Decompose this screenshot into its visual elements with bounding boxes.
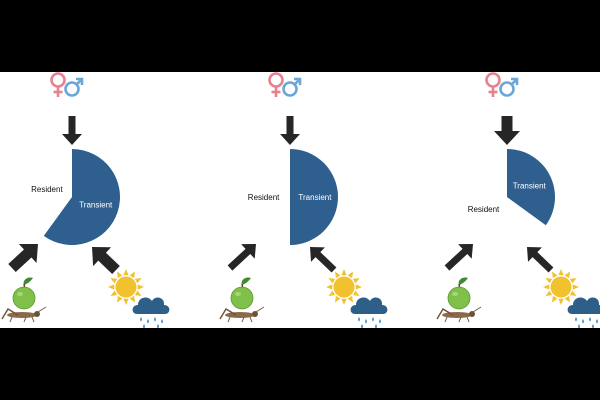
arrow-top bbox=[280, 116, 300, 145]
female-symbol-icon bbox=[268, 72, 284, 88]
resident-label: Resident bbox=[248, 193, 280, 202]
cloud-shape bbox=[132, 297, 170, 314]
male-symbol-icon bbox=[64, 81, 80, 97]
arrow-right bbox=[92, 247, 120, 274]
rain-cloud-icon bbox=[132, 297, 170, 328]
apple-icon bbox=[230, 277, 254, 310]
pie-slice-transient bbox=[290, 149, 338, 245]
grasshopper-icon bbox=[1, 306, 47, 323]
rain-drop bbox=[143, 324, 145, 328]
arrow-right bbox=[310, 247, 337, 273]
rain-drop bbox=[592, 324, 594, 328]
sex-symbols-icon bbox=[50, 72, 84, 97]
rain-drop bbox=[372, 317, 374, 322]
sun-disc bbox=[333, 276, 355, 298]
apple-leaf bbox=[241, 277, 251, 285]
rain-drop bbox=[582, 319, 584, 324]
rain-drop bbox=[361, 324, 363, 328]
rain-drop bbox=[140, 317, 142, 322]
arrow-right bbox=[527, 247, 554, 273]
sex-symbols-icon bbox=[485, 72, 519, 97]
transient-label: Transient bbox=[79, 201, 113, 210]
rain-drop bbox=[578, 324, 580, 328]
male-symbol-icon bbox=[499, 81, 515, 97]
rain-drop bbox=[596, 319, 598, 324]
sun-disc bbox=[550, 276, 572, 298]
apple-leaf bbox=[458, 277, 468, 285]
apple-icon bbox=[12, 277, 36, 310]
transient-label: Transient bbox=[513, 182, 547, 191]
female-symbol-icon bbox=[485, 72, 501, 88]
rain-drop bbox=[365, 319, 367, 324]
pie-slice-transient bbox=[43, 149, 121, 245]
arrow-left bbox=[8, 243, 39, 273]
female-symbol-icon bbox=[50, 72, 66, 88]
rain-drop bbox=[575, 317, 577, 322]
cloud-shape bbox=[350, 297, 388, 314]
apple-icon bbox=[447, 277, 471, 310]
rain-drop bbox=[358, 317, 360, 322]
apple-body bbox=[230, 286, 254, 310]
apple-leaf bbox=[23, 277, 33, 285]
grasshopper-icon bbox=[436, 306, 482, 323]
cloud-shape bbox=[567, 297, 600, 314]
rain-drop bbox=[161, 319, 163, 324]
rain-drop bbox=[375, 324, 377, 328]
arrow-top bbox=[62, 116, 82, 145]
rain-cloud-icon bbox=[350, 297, 388, 328]
panel-2: Transient Resident bbox=[219, 72, 388, 328]
rain-drop bbox=[589, 317, 591, 322]
sex-symbols-icon bbox=[268, 72, 302, 97]
rain-drop bbox=[157, 324, 159, 328]
sun-icon bbox=[108, 269, 144, 305]
rain-drop bbox=[147, 319, 149, 324]
grasshopper-icon bbox=[219, 306, 265, 323]
male-symbol-icon bbox=[282, 81, 298, 97]
apple-body bbox=[12, 286, 36, 310]
transient-label: Transient bbox=[298, 193, 332, 202]
rain-drop bbox=[379, 319, 381, 324]
sun-icon bbox=[543, 269, 579, 305]
resident-label: Resident bbox=[31, 185, 63, 194]
sun-icon bbox=[326, 269, 362, 305]
pie-slice-transient bbox=[507, 149, 555, 226]
arrow-top bbox=[494, 116, 520, 145]
apple-body bbox=[447, 286, 471, 310]
arrow-left bbox=[444, 244, 473, 271]
rain-cloud-icon bbox=[567, 297, 600, 328]
arrow-left bbox=[227, 244, 256, 271]
resident-label: Resident bbox=[468, 205, 500, 214]
sun-disc bbox=[115, 276, 137, 298]
rain-drop bbox=[154, 317, 156, 322]
panel-1: Transient Resident bbox=[1, 72, 170, 328]
